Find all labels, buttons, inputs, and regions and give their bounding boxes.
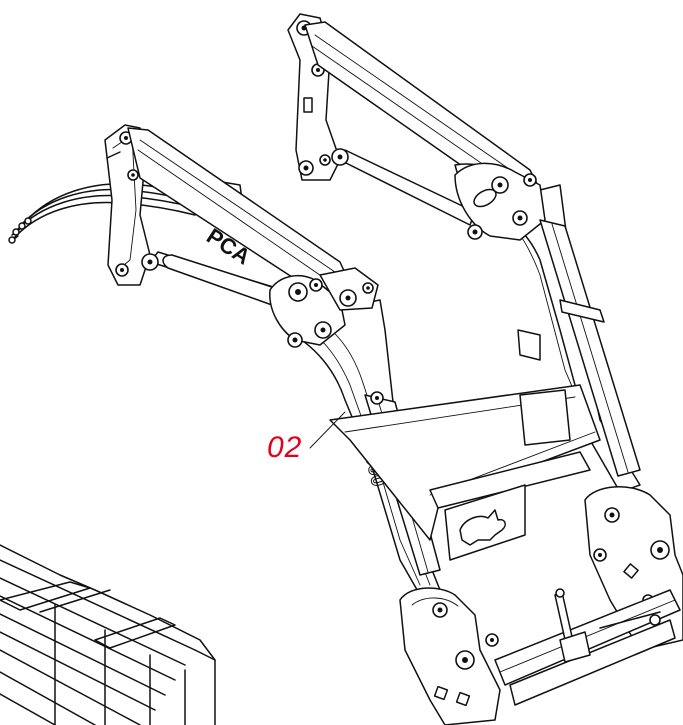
- cross-frame: [329, 384, 601, 561]
- part-callout-label: 02: [267, 431, 303, 464]
- bucket-crossbar: [494, 588, 681, 706]
- callout-leader-line: [309, 411, 346, 449]
- left-loader-arm: PCA 600: [127, 127, 441, 596]
- packaged-crate: [0, 544, 216, 725]
- rhino-logo: [459, 509, 506, 546]
- left-quick-attach: [399, 587, 501, 725]
- right-loader-arm: [304, 21, 641, 493]
